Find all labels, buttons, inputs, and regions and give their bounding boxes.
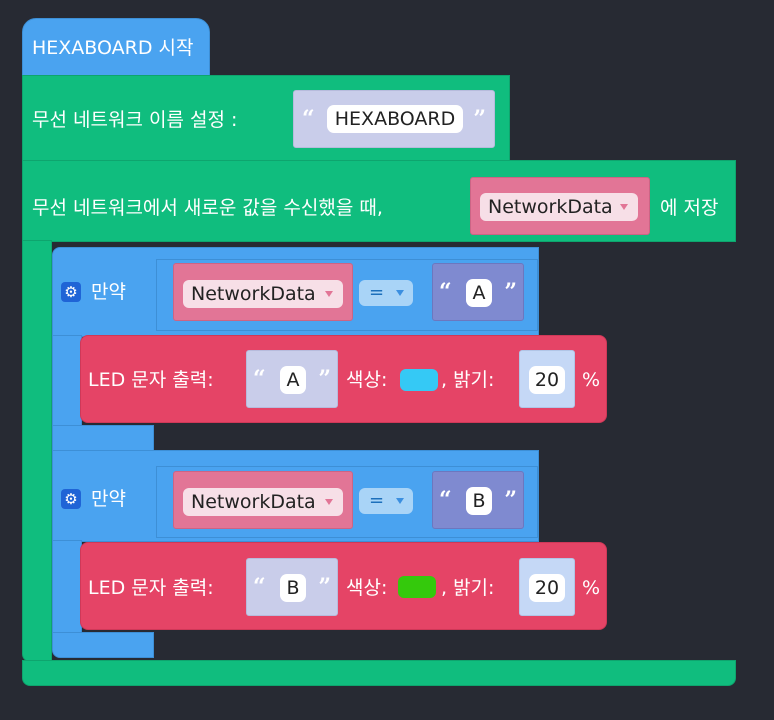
receive-variable-name: NetworkData xyxy=(488,196,613,218)
set-network-name-label: 무선 네트워크 이름 설정 : xyxy=(32,109,238,131)
led-label-2: LED 문자 출력: xyxy=(88,577,214,599)
compare-value-1[interactable]: A xyxy=(466,279,492,307)
led-color-chip-2[interactable] xyxy=(398,576,436,598)
close-quote-icon: ” xyxy=(473,106,486,132)
compare-string-block-2[interactable]: “ B ” xyxy=(432,471,524,529)
led-brightness-label-1: , 밝기: xyxy=(441,369,495,391)
led-brightness-block-1[interactable]: 20 xyxy=(519,350,575,408)
led-string-block-1[interactable]: “ A ” xyxy=(246,350,338,408)
condition-variable-name-1: NetworkData xyxy=(191,283,316,305)
if-label: 만약 xyxy=(91,488,126,510)
dropdown-arrow-icon xyxy=(620,204,628,210)
dropdown-arrow-icon xyxy=(396,290,404,296)
open-quote-icon: “ xyxy=(439,487,452,513)
condition-variable-dropdown-1[interactable]: NetworkData xyxy=(183,280,343,308)
operator-dropdown-2[interactable]: = xyxy=(359,488,413,514)
if-block-1-arm xyxy=(52,335,82,427)
receive-label-prefix: 무선 네트워크에서 새로운 값을 수신했을 때, xyxy=(32,197,383,219)
gear-icon[interactable]: ⚙ xyxy=(61,489,81,509)
compare-value-2[interactable]: B xyxy=(466,487,492,515)
open-quote-icon: “ xyxy=(253,574,266,600)
led-brightness-value-2[interactable]: 20 xyxy=(529,574,565,602)
operator-2: = xyxy=(369,490,385,511)
receive-event-block-arm xyxy=(22,240,52,662)
if-label: 만약 xyxy=(91,281,126,303)
led-brightness-block-2[interactable]: 20 xyxy=(519,558,575,616)
compare-string-block-1[interactable]: “ A ” xyxy=(432,263,524,321)
if-block-1-footer xyxy=(52,425,154,451)
dropdown-arrow-icon xyxy=(325,499,333,505)
led-text-value-1[interactable]: A xyxy=(280,366,306,394)
receive-variable-dropdown[interactable]: NetworkData xyxy=(480,193,638,221)
start-block[interactable] xyxy=(22,18,210,76)
led-color-label-1: 색상: xyxy=(346,369,388,391)
condition-variable-name-2: NetworkData xyxy=(191,491,316,513)
receive-variable-block[interactable]: NetworkData xyxy=(470,177,650,235)
close-quote-icon: ” xyxy=(318,366,331,392)
led-unit-2: % xyxy=(582,577,601,599)
condition-variable-block-2[interactable]: NetworkData xyxy=(173,471,353,529)
dropdown-arrow-icon xyxy=(325,291,333,297)
operator-1: = xyxy=(369,282,385,303)
close-quote-icon: ” xyxy=(504,279,517,305)
led-text-value-2[interactable]: B xyxy=(280,574,306,602)
if-block-2-footer xyxy=(52,632,154,658)
open-quote-icon: “ xyxy=(439,279,452,305)
network-name-string-block[interactable]: “ HEXABOARD ” xyxy=(293,90,495,148)
dropdown-arrow-icon xyxy=(396,498,404,504)
led-label-1: LED 문자 출력: xyxy=(88,369,214,391)
led-string-block-2[interactable]: “ B ” xyxy=(246,558,338,616)
led-color-label-2: 색상: xyxy=(346,577,388,599)
led-unit-1: % xyxy=(582,369,601,391)
led-color-chip-1[interactable] xyxy=(400,369,438,391)
close-quote-icon: ” xyxy=(504,487,517,513)
receive-label-suffix: 에 저장 xyxy=(660,197,719,219)
condition-variable-block-1[interactable]: NetworkData xyxy=(173,263,353,321)
led-brightness-label-2: , 밝기: xyxy=(441,577,495,599)
led-brightness-value-1[interactable]: 20 xyxy=(529,366,565,394)
condition-variable-dropdown-2[interactable]: NetworkData xyxy=(183,488,343,516)
close-quote-icon: ” xyxy=(318,574,331,600)
start-block-label: HEXABOARD 시작 xyxy=(32,37,194,59)
gear-icon[interactable]: ⚙ xyxy=(61,282,81,302)
receive-event-block-footer xyxy=(22,660,736,686)
open-quote-icon: “ xyxy=(253,366,266,392)
if-block-2-arm xyxy=(52,540,82,634)
operator-dropdown-1[interactable]: = xyxy=(359,280,413,306)
network-name-value[interactable]: HEXABOARD xyxy=(327,105,463,133)
open-quote-icon: “ xyxy=(302,106,315,132)
